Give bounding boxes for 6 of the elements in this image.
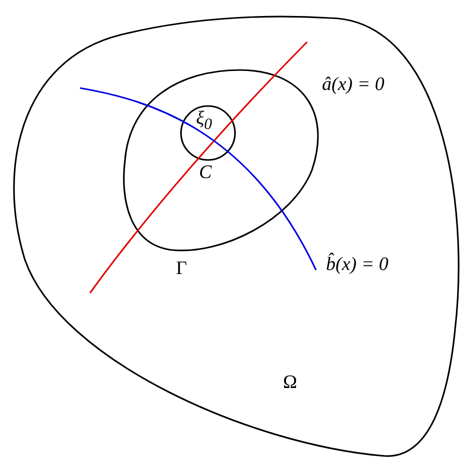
region-label: Ω bbox=[283, 373, 298, 393]
region-label: C bbox=[199, 163, 212, 183]
region-label: Γ bbox=[176, 259, 187, 279]
equation-label: b̂(x) = 0 bbox=[326, 255, 388, 275]
equation-label: â(x) = 0 bbox=[322, 75, 384, 95]
region-label: ξ$_{0}$ bbox=[196, 109, 212, 135]
